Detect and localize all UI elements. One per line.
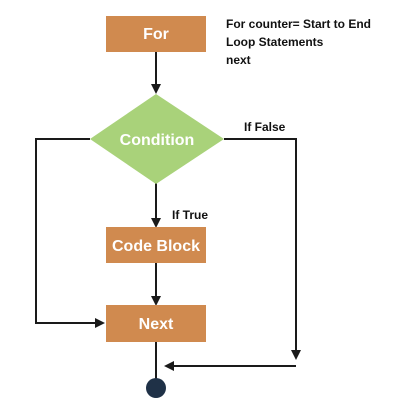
next-node-label: Next [139, 316, 174, 333]
edge-condition-left-to-next [35, 138, 105, 328]
edge-condition-false-path [224, 138, 301, 360]
note-line-2: Loop Statements [226, 35, 324, 49]
code-block-label: Code Block [112, 238, 200, 255]
next-node [106, 305, 206, 342]
note-line-1: For counter= Start to End [226, 17, 371, 31]
note-line-3: next [226, 53, 251, 67]
code-block-node [106, 227, 206, 263]
if-false-label: If False [244, 120, 286, 134]
for-node [106, 16, 206, 52]
for-node-label: For [143, 26, 169, 43]
condition-label: Condition [120, 132, 195, 149]
end-terminal [146, 378, 166, 398]
condition-decision [90, 94, 224, 184]
if-true-label: If True [172, 208, 208, 222]
